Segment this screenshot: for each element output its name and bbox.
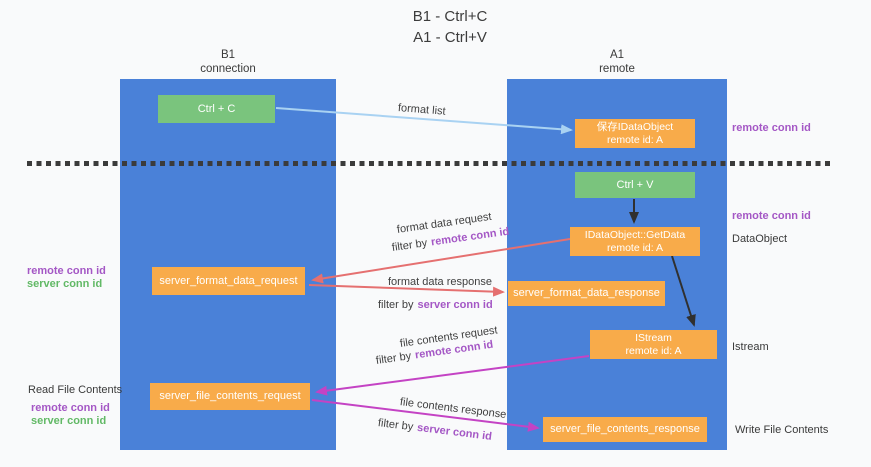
filter-by-text: filter by <box>391 237 428 254</box>
node-server-format-data-request: server_format_data_request <box>152 267 305 295</box>
annotation-read-file-contents: Read File Contents <box>28 384 123 396</box>
column-header-b1: B1 connection <box>120 48 336 76</box>
annotation-server-conn-id-left1: server conn id <box>27 278 103 290</box>
server-conn-id-text: server conn id <box>417 299 493 311</box>
node-server-file-contents-request: server_file_contents_request <box>150 383 310 410</box>
annotation-remote-conn-id-mid: remote conn id <box>732 210 811 222</box>
filter-by-text: filter by <box>378 299 414 311</box>
node-store-idataobject: 保存IDataObject remote id: A <box>575 119 695 148</box>
annotation-write-file-contents: Write File Contents <box>735 424 829 436</box>
column-a1-name: A1 <box>609 49 625 61</box>
annotation-remote-conn-id-left1: remote conn id <box>27 265 106 277</box>
column-b1-role: connection <box>200 63 256 75</box>
filter-by-text: filter by <box>375 350 412 367</box>
node-format-request-label: server_format_data_request <box>159 274 298 287</box>
node-istream: IStream remote id: A <box>590 330 717 359</box>
node-server-file-contents-response: server_file_contents_response <box>543 417 707 442</box>
title-line-1: B1 - Ctrl+C <box>412 8 488 25</box>
flow-label-format-list: format list <box>397 102 447 118</box>
filter-by-text: filter by <box>377 417 414 434</box>
annotation-dataobject: DataObject <box>732 233 788 245</box>
node-istream-line2: remote id: A <box>625 344 682 357</box>
phase-divider-dashed-line <box>27 161 832 166</box>
node-getdata-line1: IDataObject::GetData <box>584 228 686 241</box>
annotation-server-conn-id-left2: server conn id <box>31 415 107 427</box>
node-ctrl-v: Ctrl + V <box>575 172 695 198</box>
node-ctrl-c-label: Ctrl + C <box>197 102 236 115</box>
node-istream-line1: IStream <box>635 331 672 344</box>
annotation-remote-conn-id-top: remote conn id <box>732 122 811 134</box>
flow-label-format-data-response: format data response <box>388 276 492 288</box>
node-server-format-data-response: server_format_data_response <box>508 281 665 306</box>
node-store-idataobject-line2: remote id: A <box>606 133 664 146</box>
node-ctrl-v-label: Ctrl + V <box>616 178 654 191</box>
server-conn-id-text: server conn id <box>416 421 493 443</box>
title-line-2: A1 - Ctrl+V <box>413 29 487 46</box>
node-getdata-line2: remote id: A <box>606 241 664 254</box>
node-format-response-label: server_format_data_response <box>513 287 660 299</box>
node-file-response-label: server_file_contents_response <box>550 423 700 435</box>
column-a1-role: remote <box>599 63 635 75</box>
node-ctrl-c: Ctrl + C <box>158 95 275 123</box>
node-store-idataobject-line1: 保存IDataObject <box>596 120 674 133</box>
column-b1-name: B1 <box>220 49 236 61</box>
diagram-title: B1 - Ctrl+C A1 - Ctrl+V <box>335 6 565 48</box>
annotation-istream: Istream <box>732 341 769 353</box>
node-idataobject-getdata: IDataObject::GetData remote id: A <box>570 227 700 256</box>
annotation-remote-conn-id-left2: remote conn id <box>31 402 110 414</box>
flow-label-file-contents-response: file contents response <box>399 396 507 421</box>
node-file-request-label: server_file_contents_request <box>159 390 301 402</box>
column-header-a1: A1 remote <box>507 48 727 76</box>
